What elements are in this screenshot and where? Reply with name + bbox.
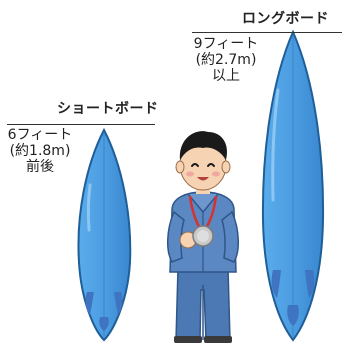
short-board-fin-center	[99, 317, 109, 331]
short-board-feet: 6フィート	[7, 127, 73, 143]
short-board-divider	[7, 124, 155, 125]
long-board-meters: (約2.7m)	[195, 52, 257, 68]
short-board-length: 6フィート (約1.8m) 前後	[5, 127, 75, 175]
long-board-fin-right	[305, 270, 315, 298]
long-board-divider	[192, 32, 342, 33]
short-board-fin-left	[85, 292, 94, 315]
long-surfboard	[261, 29, 325, 342]
long-board-feet: 9フィート	[193, 36, 259, 52]
long-board-fin-center	[287, 305, 299, 326]
long-board-fin-left	[271, 270, 281, 298]
short-board-approx: 前後	[26, 159, 54, 175]
long-board-approx: 以上	[212, 68, 240, 84]
short-board-fin-right	[114, 292, 123, 315]
short-surfboard	[77, 127, 132, 342]
long-board-length: 9フィート (約2.7m) 以上	[190, 36, 262, 84]
short-board-meters: (約1.8m)	[9, 143, 71, 159]
short-board-title: ショートボード	[57, 101, 159, 117]
long-board-title: ロングボード	[242, 11, 329, 27]
person-figure	[167, 131, 239, 343]
